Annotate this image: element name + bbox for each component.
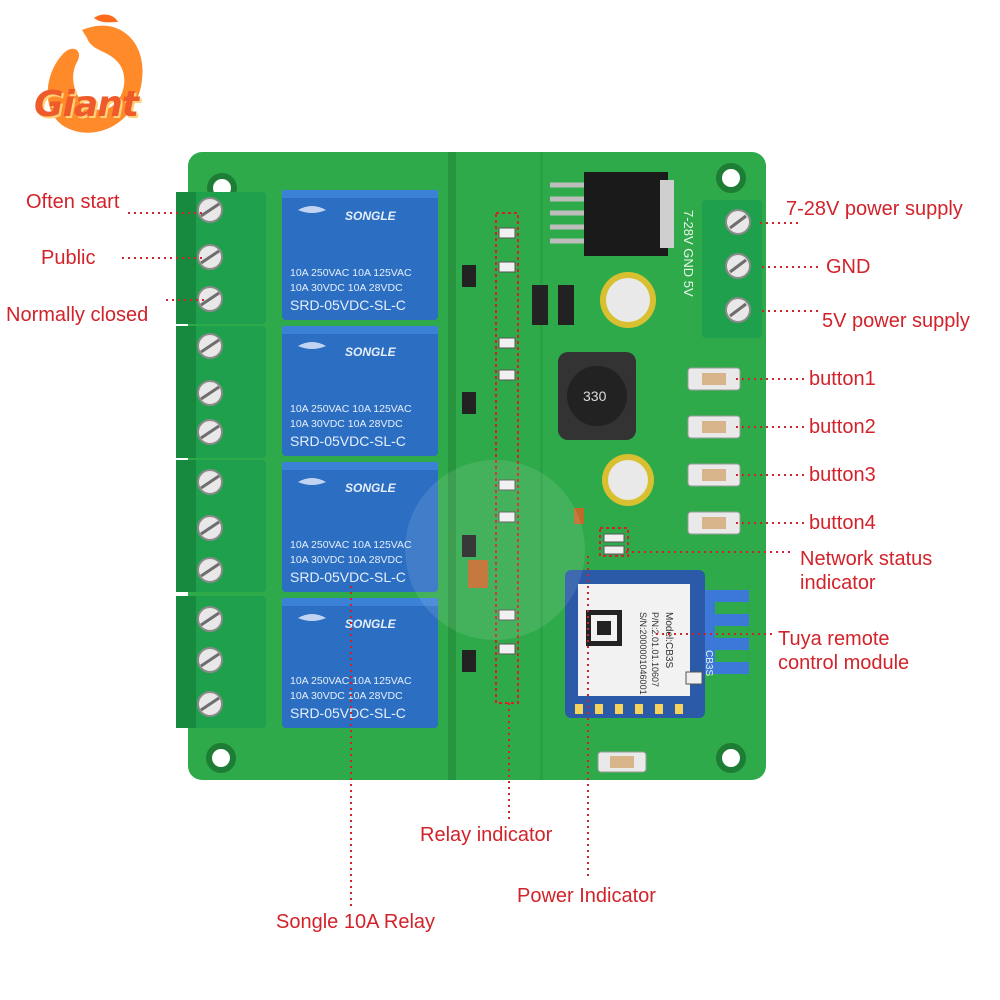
label-power-5v: 5V power supply	[822, 310, 970, 332]
brand-logo: Giant	[22, 10, 182, 160]
svg-text:SRD-05VDC-SL-C: SRD-05VDC-SL-C	[290, 433, 406, 449]
label-often-start: Often start	[26, 191, 120, 213]
svg-text:10A 30VDC 10A 28VDC: 10A 30VDC 10A 28VDC	[290, 554, 403, 566]
output-terminals	[176, 192, 266, 728]
svg-text:SONGLE: SONGLE	[345, 345, 397, 359]
svg-text:SONGLE: SONGLE	[345, 209, 397, 223]
svg-text:SONGLE: SONGLE	[345, 617, 397, 631]
svg-text:330: 330	[583, 388, 607, 404]
power-terminal: 7-28V GND 5V	[681, 200, 762, 338]
label-tuya-module: Tuya remote control module	[778, 628, 910, 674]
relay-1: SONGLE 10A 250VAC 10A 125VAC 10A 30VDC 1…	[282, 190, 438, 320]
label-button4: button4	[809, 512, 876, 534]
label-button1: button1	[809, 368, 876, 390]
svg-text:Model:CB3S: Model:CB3S	[663, 612, 674, 668]
tuya-module: S/N:2000001046001 P/N:2.01.01.10607 Mode…	[565, 570, 749, 718]
svg-text:7-28V GND 5V: 7-28V GND 5V	[681, 210, 696, 297]
svg-text:10A 30VDC 10A 28VDC: 10A 30VDC 10A 28VDC	[290, 418, 403, 430]
svg-text:SRD-05VDC-SL-C: SRD-05VDC-SL-C	[290, 569, 406, 585]
svg-text:SONGLE: SONGLE	[345, 481, 397, 495]
svg-text:10A 30VDC 10A 28VDC: 10A 30VDC 10A 28VDC	[290, 282, 403, 294]
capacitors	[600, 272, 656, 506]
label-normally-closed: Normally closed	[6, 304, 149, 326]
inductor: 330	[558, 352, 636, 440]
svg-text:10A 250VAC 10A 125VAC: 10A 250VAC 10A 125VAC	[290, 539, 412, 551]
label-gnd: GND	[826, 256, 871, 278]
voltage-regulator	[550, 172, 674, 256]
relay-2: SONGLE 10A 250VAC 10A 125VAC 10A 30VDC 1…	[282, 326, 438, 456]
smd-components	[462, 265, 584, 672]
svg-text:10A 30VDC 10A 28VDC: 10A 30VDC 10A 28VDC	[290, 690, 403, 702]
label-button3: button3	[809, 464, 876, 486]
label-relay-indicator: Relay indicator	[420, 824, 553, 846]
svg-text:SRD-05VDC-SL-C: SRD-05VDC-SL-C	[290, 297, 406, 313]
brand-logo-text: Giant	[34, 84, 139, 125]
relays: SONGLE 10A 250VAC 10A 125VAC 10A 30VDC 1…	[282, 190, 438, 728]
label-power-7-28v: 7-28V power supply	[786, 198, 963, 220]
label-public: Public	[41, 247, 96, 269]
brand-logo-mark	[47, 14, 143, 133]
terminal-screws	[197, 197, 223, 717]
svg-text:10A 250VAC 10A 125VAC: 10A 250VAC 10A 125VAC	[290, 267, 412, 279]
svg-text:CB3S: CB3S	[703, 650, 714, 676]
svg-text:S/N:2000001046001: S/N:2000001046001	[638, 612, 648, 695]
label-power-indicator: Power Indicator	[517, 885, 656, 907]
screw-slots	[200, 202, 220, 712]
relay-indicator-leds	[495, 212, 519, 704]
relay-4: SONGLE 10A 250VAC 10A 125VAC 10A 30VDC 1…	[282, 598, 438, 728]
label-button2: button2	[809, 416, 876, 438]
watermark	[395, 450, 595, 650]
relay-3: SONGLE 10A 250VAC 10A 125VAC 10A 30VDC 1…	[282, 462, 438, 592]
label-network-status: Network status indicator	[800, 548, 933, 594]
push-buttons	[597, 367, 741, 773]
label-songle-relay: Songle 10A Relay	[276, 911, 436, 933]
svg-text:P/N:2.01.01.10607: P/N:2.01.01.10607	[650, 612, 660, 687]
status-leds	[599, 527, 629, 557]
leader-lines	[122, 212, 822, 910]
svg-text:10A 250VAC 10A 125VAC: 10A 250VAC 10A 125VAC	[290, 675, 412, 687]
svg-text:10A 250VAC 10A 125VAC: 10A 250VAC 10A 125VAC	[290, 403, 412, 415]
svg-text:SRD-05VDC-SL-C: SRD-05VDC-SL-C	[290, 705, 406, 721]
